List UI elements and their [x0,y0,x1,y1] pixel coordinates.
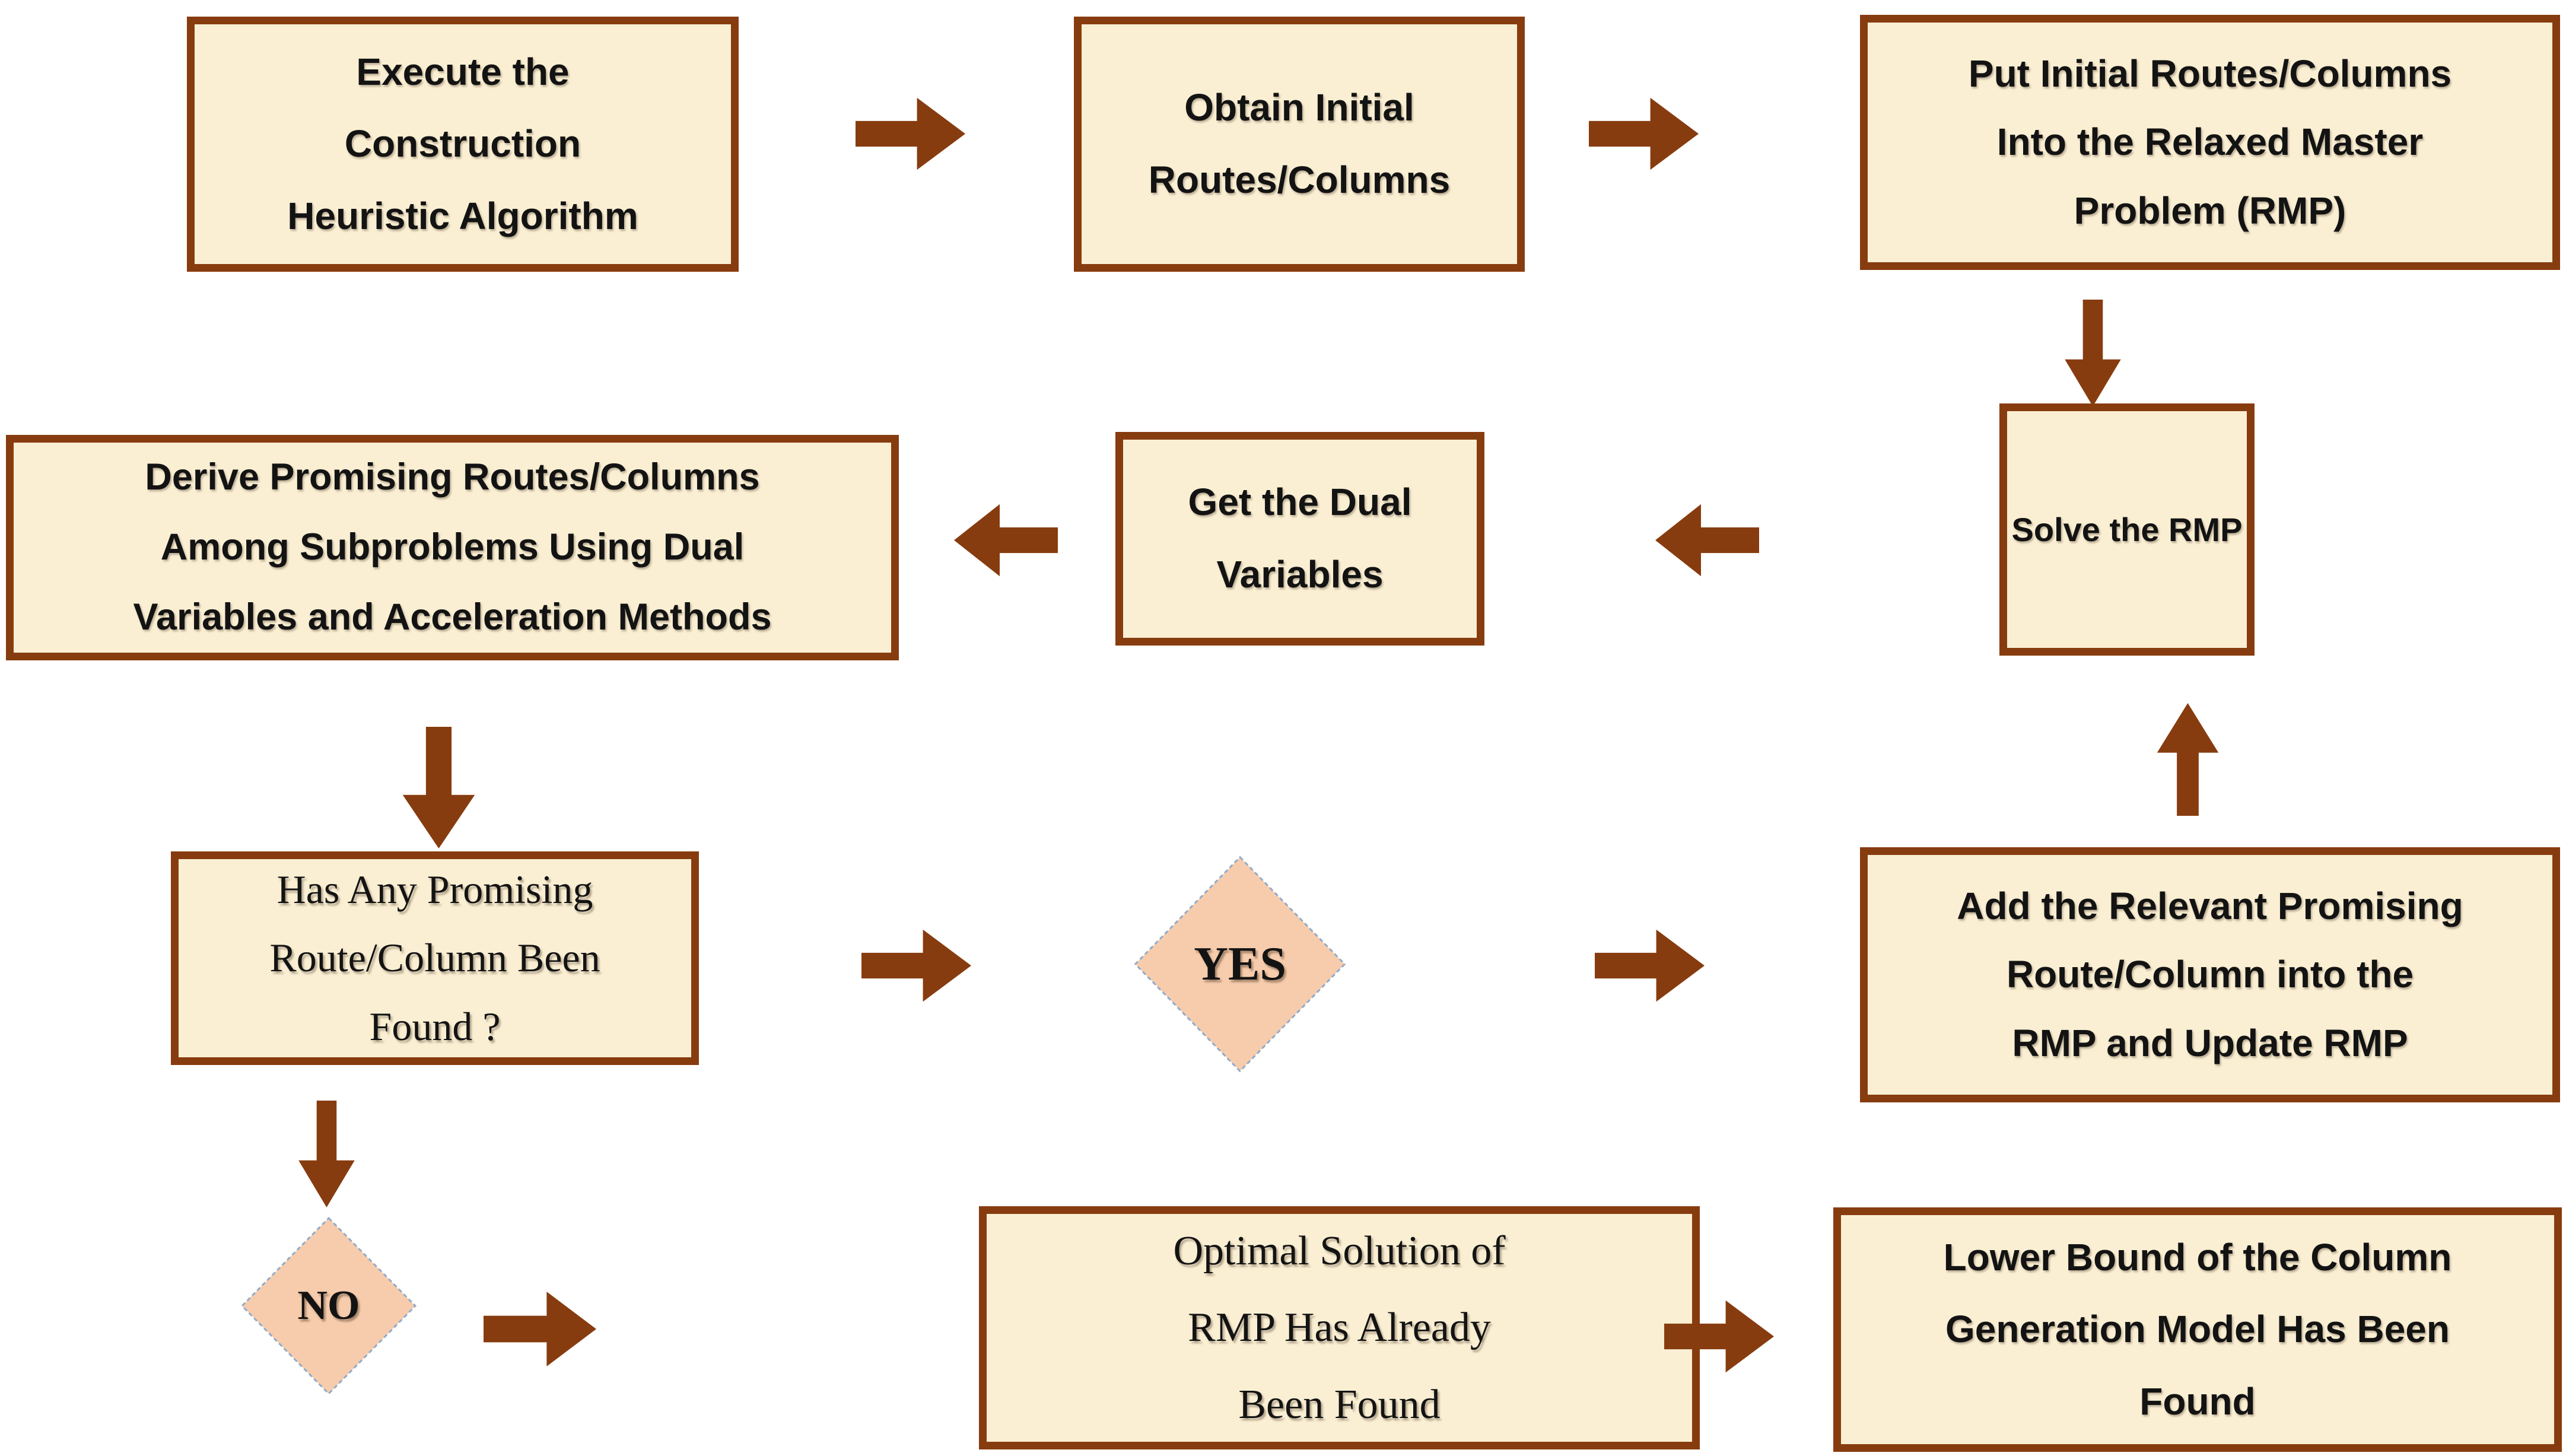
node-lower-bound-found: Lower Bound of the Column Generation Mod… [1833,1207,2562,1452]
node-solve-rmp: Solve the RMP [1999,403,2255,656]
diamond-no: NO [240,1216,417,1395]
arrow-right-obtain-to-put [1589,94,1699,174]
node-execute-construction-heuristic: Execute the Construction Heuristic Algor… [187,17,739,272]
diamond-yes-label: YES [1194,937,1286,990]
node-derive-promising-routes: Derive Promising Routes/Columns Among Su… [6,435,899,660]
node-hasfound-label: Has Any Promising Route/Column Been Foun… [269,866,600,1049]
node-derive-label: Derive Promising Routes/Columns Among Su… [133,456,772,638]
arrow-left-solve-to-dual [1655,500,1759,580]
node-execute-label: Execute the Construction Heuristic Algor… [287,50,638,237]
arrow-left-dual-to-derive [954,500,1058,580]
arrow-right-no-to-optimal [484,1287,596,1371]
node-get-dual-variables: Get the Dual Variables [1115,432,1484,646]
node-optimal-solution-found: Optimal Solution of RMP Has Already Been… [979,1206,1700,1449]
arrow-right-hasfound-to-yes [861,926,971,1006]
diamond-no-label: NO [297,1283,360,1328]
arrow-down-hasfound-to-no [295,1101,358,1207]
diamond-yes: YES [1133,855,1347,1073]
node-optimal-label: Optimal Solution of RMP Has Already Been… [1173,1228,1506,1428]
arrow-right-optimal-to-lower [1664,1296,1774,1376]
arrow-up-add-to-solve [2154,703,2222,816]
node-add-promising-to-rmp: Add the Relevant Promising Route/Column … [1860,847,2560,1102]
node-has-promising-found: Has Any Promising Route/Column Been Foun… [171,851,699,1065]
node-put-label: Put Initial Routes/Columns Into the Rela… [1968,52,2452,232]
node-obtain-label: Obtain Initial Routes/Columns [1148,86,1451,201]
node-obtain-initial-routes: Obtain Initial Routes/Columns [1074,17,1525,272]
arrow-down-put-to-solve [2062,300,2124,406]
arrow-down-derive-to-hasfound [399,727,479,848]
node-solve-label: Solve the RMP [2011,510,2243,548]
arrow-right-execute-to-obtain [856,94,965,174]
node-add-label: Add the Relevant Promising Route/Column … [1957,885,2463,1064]
node-lower-label: Lower Bound of the Column Generation Mod… [1943,1235,2452,1423]
node-dual-label: Get the Dual Variables [1188,481,1412,596]
node-put-into-rmp: Put Initial Routes/Columns Into the Rela… [1860,15,2560,270]
arrow-right-yes-to-add [1595,926,1705,1006]
